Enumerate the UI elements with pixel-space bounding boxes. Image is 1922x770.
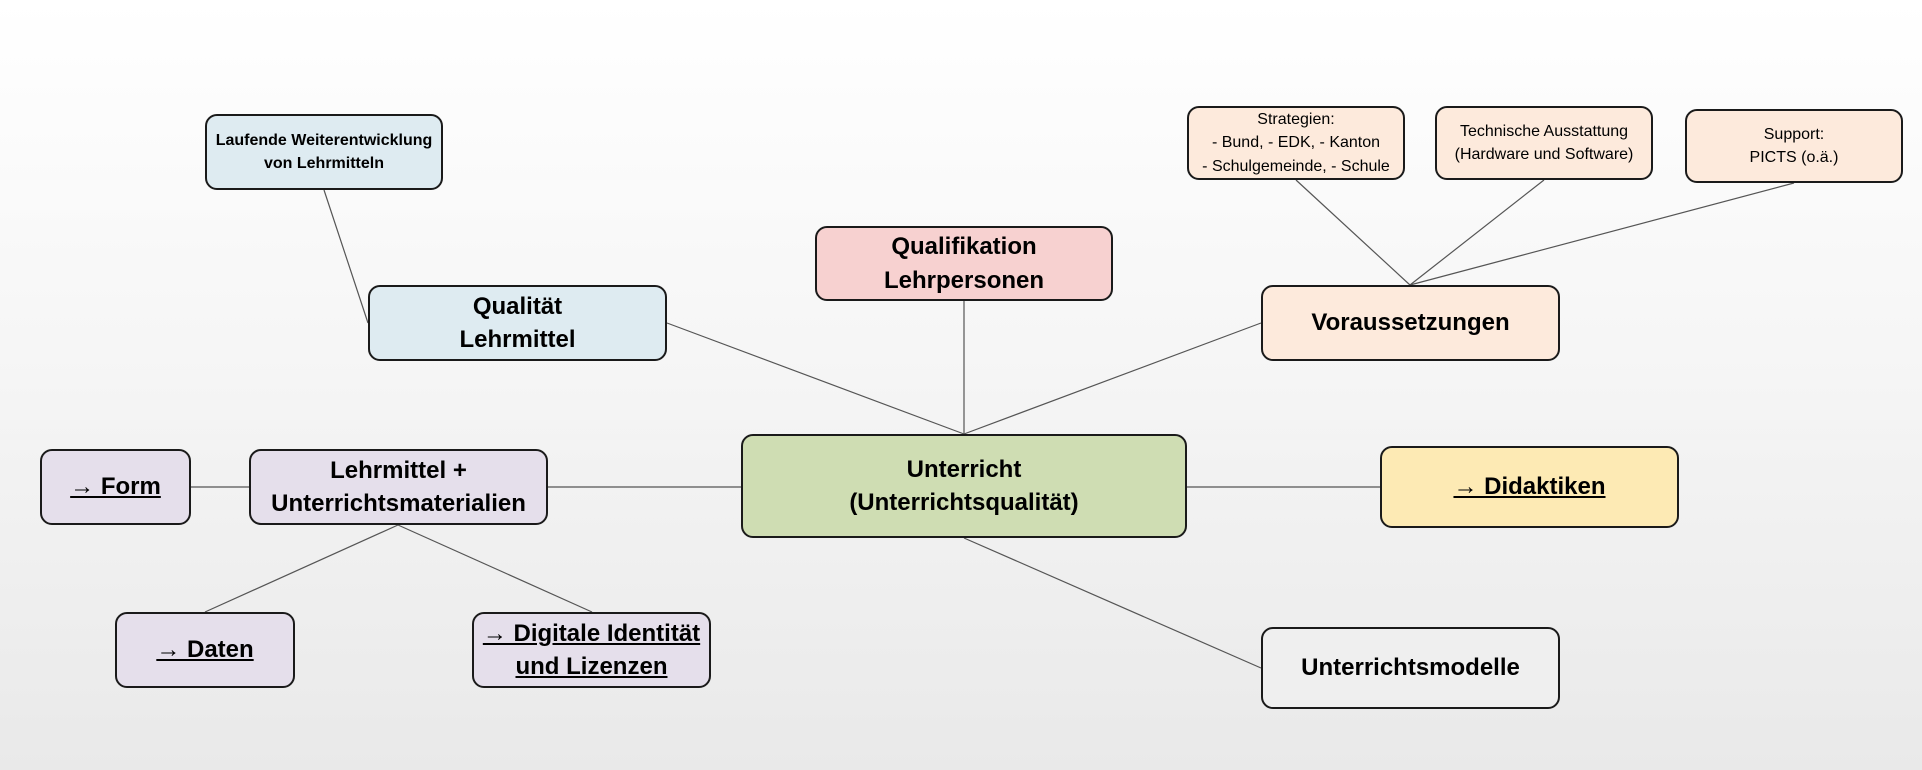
link-digital-line2: und Lizenzen [515, 653, 668, 680]
node-technik-line2: (Hardware und Software) [1454, 146, 1634, 163]
node-qualifikation-line2: Lehrpersonen [883, 266, 1045, 294]
node-qualifikation-line1: Qualifikation [891, 233, 1037, 261]
line-lehrmittel-digital [397, 524, 593, 613]
link-daten-label: → Daten [156, 636, 254, 664]
node-technische-ausstattung: Technische Ausstattung (Hardware und Sof… [1435, 106, 1653, 180]
link-form-label: → Form [70, 473, 161, 501]
node-strategien-line2: - Bund, - EDK, - Kanton [1211, 134, 1381, 152]
link-digitale-identitaet[interactable]: → Digitale Identität und Lizenzen [472, 612, 711, 688]
node-voraussetzungen-label: Voraussetzungen [1311, 309, 1510, 337]
node-weiter-line1: Laufende Weiterentwicklung [215, 131, 433, 149]
node-lehrmittel-line2: Unterrichtsmaterialien [271, 490, 526, 517]
node-lehrmittel-unterrichtsmaterialien: Lehrmittel + Unterrichtsmaterialien [249, 449, 548, 525]
link-daten[interactable]: → Daten [115, 612, 295, 688]
node-strategien-line1: Strategien: [1257, 111, 1335, 129]
line-center-modelle [963, 537, 1262, 669]
node-weiter-line2: von Lehrmitteln [263, 155, 384, 172]
node-unterricht-line2: (Unterrichtsqualität) [849, 489, 1079, 516]
line-vorauss-technik [1409, 179, 1545, 286]
link-didaktiken-label: → Didaktiken [1453, 473, 1606, 501]
node-support-line1: Support: [1763, 125, 1825, 143]
node-qualitaet-lehrmittel: Qualität Lehrmittel [368, 285, 667, 361]
link-digital-line1: → Digitale Identität [482, 619, 701, 647]
node-unterricht: Unterricht (Unterrichtsqualität) [741, 434, 1187, 538]
node-modelle-label: Unterrichtsmodelle [1301, 654, 1520, 682]
node-qualitaet-line2: Lehrmittel [459, 326, 576, 353]
line-center-voraussetzungen [963, 322, 1262, 435]
node-laufende-weiterentwicklung: Laufende Weiterentwicklung von Lehrmitte… [205, 114, 443, 190]
node-lehrmittel-line1: Lehrmittel + [330, 456, 467, 484]
node-strategien: Strategien: - Bund, - EDK, - Kanton - Sc… [1187, 106, 1405, 180]
link-form[interactable]: → Form [40, 449, 191, 525]
line-lehrmittel-daten [204, 524, 399, 613]
node-qualifikation-lehrpersonen: Qualifikation Lehrpersonen [815, 226, 1113, 301]
node-voraussetzungen: Voraussetzungen [1261, 285, 1560, 361]
node-support-line2: PICTS (o.ä.) [1749, 149, 1839, 166]
node-technik-line1: Technische Ausstattung [1459, 122, 1629, 140]
node-strategien-line3: - Schulgemeinde, - Schule [1202, 157, 1390, 175]
node-qualitaet-line1: Qualität [472, 292, 563, 320]
line-center-qualitaet [666, 322, 965, 435]
line-vorauss-strategien [1295, 179, 1411, 286]
line-qualitaet-weiterentwicklung [323, 189, 369, 324]
link-didaktiken[interactable]: → Didaktiken [1380, 446, 1679, 528]
line-vorauss-support [1409, 182, 1795, 286]
node-support: Support: PICTS (o.ä.) [1685, 109, 1903, 183]
node-unterrichtsmodelle: Unterrichtsmodelle [1261, 627, 1560, 709]
node-unterricht-line1: Unterricht [906, 455, 1022, 483]
